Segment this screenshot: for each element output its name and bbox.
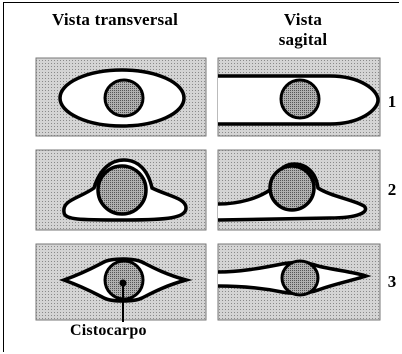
cystocarp-core-sagital-2 bbox=[270, 166, 314, 210]
row-3 bbox=[36, 244, 380, 322]
cystocarp-core-transversal-2 bbox=[98, 166, 146, 214]
cystocarp-core-sagital-3 bbox=[282, 261, 318, 295]
row-number-1: 1 bbox=[382, 92, 402, 112]
caption-cistocarpo: Cistocarpo bbox=[70, 322, 147, 340]
cystocarp-core-sagital-1 bbox=[281, 80, 319, 118]
row-number-2: 2 bbox=[382, 180, 402, 200]
row-2 bbox=[36, 150, 380, 230]
row-number-3: 3 bbox=[382, 272, 402, 292]
cystocarp-core-transversal-1 bbox=[105, 80, 143, 116]
row-1 bbox=[36, 58, 380, 136]
